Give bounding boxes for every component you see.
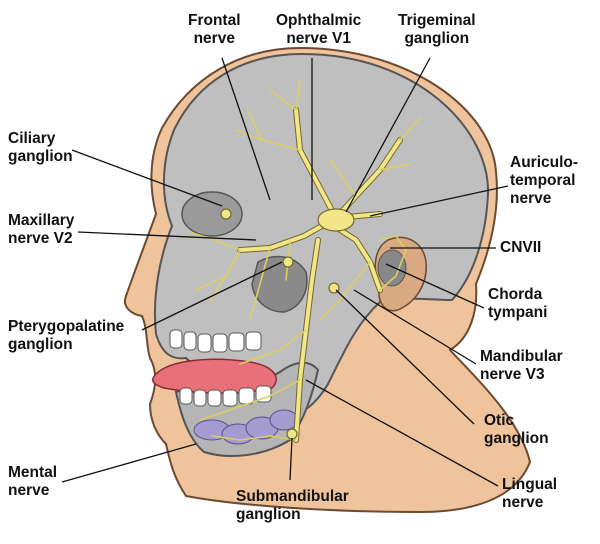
label-cnvii: CNVII bbox=[500, 239, 541, 257]
label-submandibular-line1: Submandibular bbox=[236, 488, 349, 505]
label-mental-line1: Mental bbox=[8, 464, 58, 481]
label-auriculo-line1: Auriculo- bbox=[510, 154, 579, 171]
label-otic-ganglion: Otic ganglion bbox=[484, 412, 549, 448]
label-mandibular-line2: nerve V3 bbox=[480, 366, 545, 383]
leader-mandibular bbox=[353, 289, 477, 365]
label-lingual-line2: nerve bbox=[502, 494, 544, 511]
label-chorda-line2: tympani bbox=[488, 304, 548, 321]
label-otic-line2: ganglion bbox=[484, 430, 549, 447]
label-submandibular-line2: ganglion bbox=[236, 506, 301, 523]
nerve-network bbox=[189, 79, 421, 443]
label-ophthalmic-nerve: Ophthalmic nerve V1 bbox=[276, 12, 361, 48]
label-ciliary-ganglion: Ciliary ganglion bbox=[8, 130, 73, 166]
label-chorda-line1: Chorda bbox=[488, 286, 543, 303]
upper-teeth bbox=[169, 329, 262, 353]
label-pterygopalatine-line1: Pterygopalatine bbox=[8, 318, 125, 335]
leader-mental bbox=[61, 443, 197, 483]
label-trigeminal-ganglion: Trigeminal ganglion bbox=[398, 12, 476, 48]
label-trigeminal-line1: Trigeminal bbox=[398, 12, 476, 29]
leader-lines bbox=[61, 57, 509, 487]
leader-maxillary bbox=[77, 231, 257, 241]
label-otic-line1: Otic bbox=[484, 412, 515, 429]
label-mental-nerve: Mental nerve bbox=[8, 464, 57, 500]
label-ciliary-line1: Ciliary bbox=[8, 130, 56, 147]
label-lingual-line1: Lingual bbox=[502, 476, 558, 493]
label-pterygopalatine-ganglion: Pterygopalatine ganglion bbox=[8, 318, 124, 354]
leader-frontal bbox=[221, 57, 271, 201]
leader-otic bbox=[335, 289, 475, 425]
label-frontal-nerve: Frontal nerve bbox=[188, 12, 241, 48]
leader-pterygopalatine bbox=[141, 261, 283, 331]
label-mandibular-line1: Mandibular bbox=[480, 348, 563, 365]
leader-submandibular bbox=[289, 437, 293, 481]
label-ophthalmic-line2: nerve V1 bbox=[286, 30, 351, 47]
label-maxillary-nerve: Maxillary nerve V2 bbox=[8, 212, 74, 248]
label-lingual-nerve: Lingual nerve bbox=[502, 476, 557, 512]
lower-teeth bbox=[179, 385, 272, 407]
label-mental-line2: nerve bbox=[8, 482, 50, 499]
label-auriculotemporal-nerve: Auriculo- temporal nerve bbox=[510, 154, 578, 208]
label-chorda-tympani: Chorda tympani bbox=[488, 286, 547, 322]
leader-ciliary bbox=[71, 149, 223, 207]
label-trigeminal-line2: ganglion bbox=[404, 30, 470, 47]
label-frontal-line1: Frontal bbox=[188, 12, 241, 29]
leader-chorda bbox=[385, 263, 485, 309]
label-cnvii-line1: CNVII bbox=[500, 239, 542, 256]
label-maxillary-line1: Maxillary bbox=[8, 212, 75, 229]
label-auriculo-line2: temporal bbox=[510, 172, 576, 189]
leader-trigeminal bbox=[345, 57, 431, 213]
label-ophthalmic-line1: Ophthalmic bbox=[276, 12, 362, 29]
label-auriculo-line3: nerve bbox=[510, 190, 552, 207]
leader-lingual bbox=[305, 379, 499, 487]
ear-canal bbox=[377, 249, 407, 287]
eye-orbit bbox=[181, 191, 243, 237]
label-maxillary-line2: nerve V2 bbox=[8, 230, 73, 247]
label-ciliary-line2: ganglion bbox=[8, 148, 73, 165]
label-submandibular-ganglion: Submandibular ganglion bbox=[236, 488, 349, 524]
label-frontal-line2: nerve bbox=[193, 30, 235, 47]
label-pterygopalatine-line2: ganglion bbox=[8, 336, 73, 353]
tongue bbox=[151, 358, 277, 395]
label-mandibular-nerve: Mandibular nerve V3 bbox=[480, 348, 563, 384]
leader-auriculo bbox=[369, 185, 509, 217]
